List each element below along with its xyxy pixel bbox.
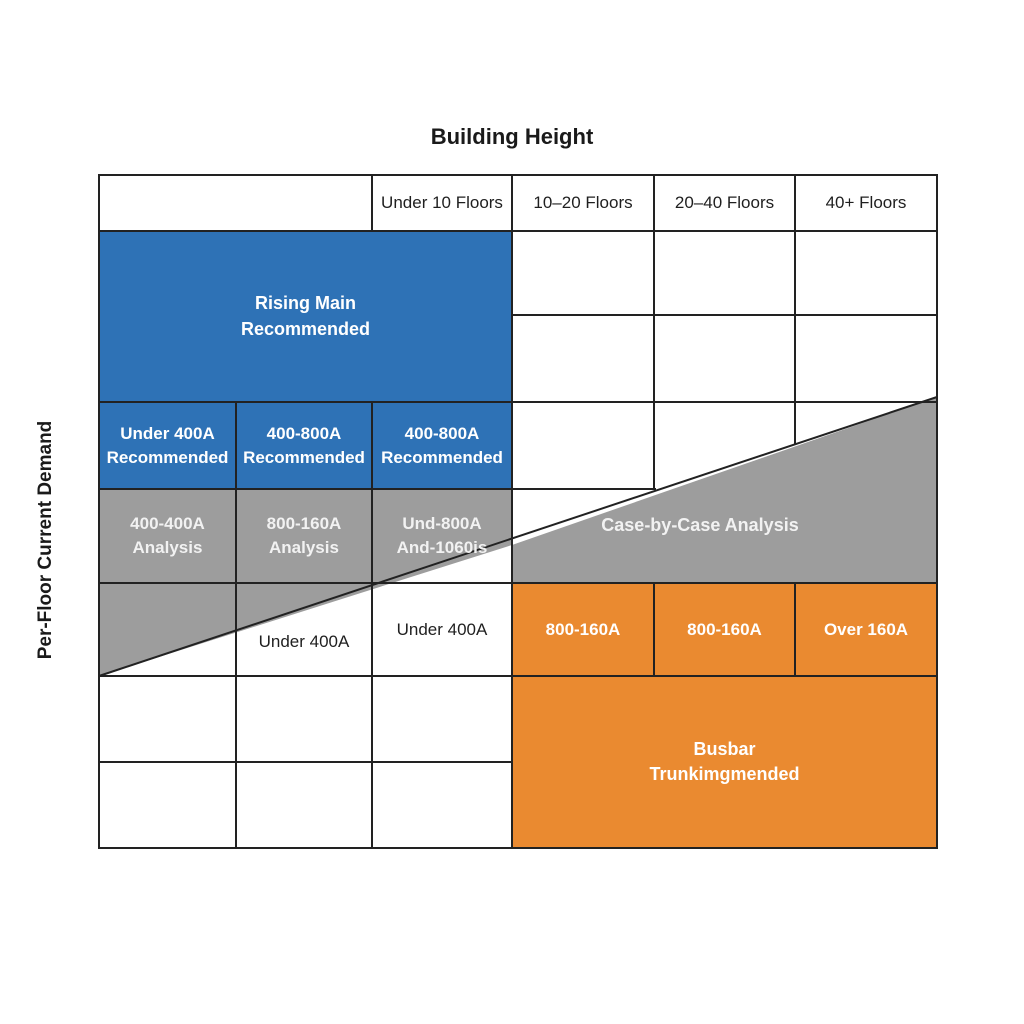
column-header-under-10: Under 10 Floors: [381, 193, 503, 213]
rising-main-region: [99, 231, 512, 489]
diagram-title: Building Height: [430, 124, 594, 149]
column-header-20-40: 20–40 Floors: [674, 193, 775, 213]
grey-cell-1: 400-400A Analysis: [130, 514, 205, 557]
blue-cell-1: Under 400A Recommended: [106, 423, 229, 467]
case-by-case-region-right: [512, 397, 937, 583]
blue-cell-2: 400-800A Recommended: [243, 423, 365, 467]
orange-cell-1: 800-160A: [545, 619, 621, 639]
white-cell-3: Under 400A: [396, 619, 488, 639]
orange-cell-2: 800-160A: [687, 619, 762, 639]
busbar-label: Busbar Trunkimgmended: [649, 738, 800, 784]
rising-main-label: Rising Main Recommended: [240, 293, 371, 339]
grey-cell-2: 800-160A Analysis: [266, 514, 342, 557]
column-header-40-plus: 40+ Floors: [825, 193, 907, 213]
busbar-region: [512, 583, 937, 848]
white-cell-2: Under 400A: [258, 632, 350, 652]
column-header-10-20: 10–20 Floors: [533, 193, 633, 213]
case-by-case-label: Case-by-Case Analysis: [601, 515, 799, 536]
matrix-border: [98, 174, 938, 849]
grey-cell-3: Und-800A And-1060is: [396, 514, 488, 557]
orange-cell-3: Over 160A: [823, 619, 909, 639]
boundary-diagonal: [98, 396, 938, 677]
blue-cell-3: 400-800A Recommended: [381, 423, 503, 467]
